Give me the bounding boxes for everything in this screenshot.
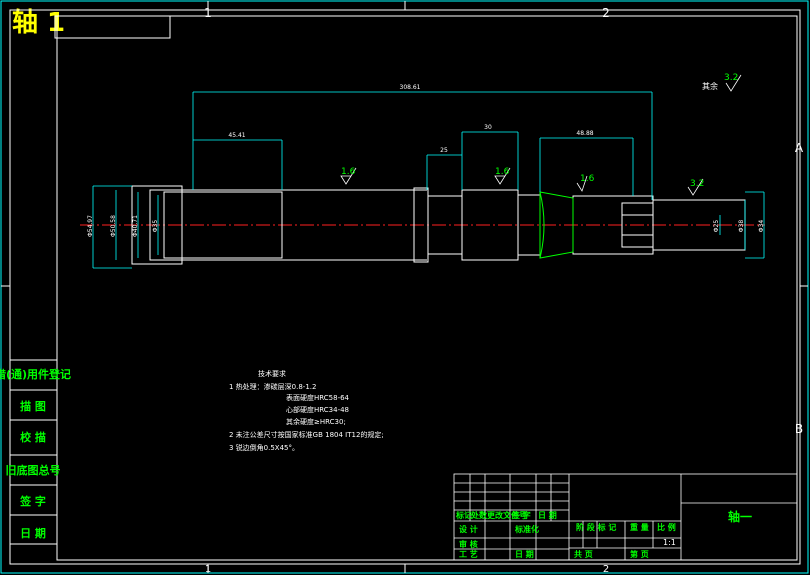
tb-part-name: 轴一 (728, 509, 752, 524)
side-label-old-number: 旧底图总号 (6, 463, 61, 477)
tb-designer-label: 设 计 (459, 524, 478, 534)
tech-req-line-1: 1 热处理：渗碳层深0.8-1.2 (229, 382, 316, 391)
zone-number-2-bottom: 2 (603, 564, 609, 575)
tb-stage-marks-label: 阶 段 标 记 (576, 522, 616, 532)
zone-number-1: 1 (204, 6, 212, 20)
side-label-sign: 签 字 (19, 494, 46, 508)
tb-scale-label: 比 例 (657, 522, 676, 532)
dim-dia-7: Φ34 (758, 220, 765, 233)
tech-req-line-3: 心部硬度HRC34-48 (286, 405, 349, 414)
inner-frame (9, 9, 801, 565)
tb-process-label: 工 艺 (459, 549, 478, 559)
zone-letter-b: B (795, 422, 803, 436)
dim-dia-5: Φ25 (713, 220, 720, 233)
tech-req-line-5: 2 未注公差尺寸按国家标准GB 1804 IT12的规定; (229, 430, 384, 439)
dim-dia-1: Φ54.97 (87, 215, 94, 237)
zone-number-2: 2 (602, 6, 610, 20)
tech-req-line-2: 表面硬度HRC58-64 (286, 393, 350, 402)
finish-mark-2: 1.6 (495, 167, 510, 177)
tb-date-label: 日 期 (515, 549, 534, 559)
side-label-date: 日 期 (20, 526, 46, 540)
tech-req-line-4: 其余硬度≥HRC30; (286, 417, 346, 426)
tb-standardized-label: 标准化 (514, 524, 539, 534)
tb-weight-label: 重 量 (630, 522, 649, 532)
finish-remainder-label: 其余 (702, 81, 718, 91)
tb-header-sign: 签 字 (511, 510, 531, 520)
shaft-outline (131, 185, 746, 265)
dimension-lines (92, 91, 765, 269)
dim-groove: 25 (440, 147, 448, 154)
tb-reviewer-label: 审 核 (459, 539, 478, 549)
dim-dia-2: Φ50.58 (110, 215, 117, 237)
title-block (453, 473, 798, 561)
finish-mark-3: 1.6 (580, 174, 595, 184)
side-label-check: 校 描 (20, 430, 46, 444)
dim-dia-4: Φ35 (152, 220, 159, 233)
surface-finish-symbols (340, 74, 742, 196)
finish-mark-4: 3.2 (690, 179, 704, 189)
tech-req-line-6: 3 锐边倒角0.5X45°。 (229, 443, 299, 452)
tb-header-count: 处数 (470, 510, 488, 520)
tb-sheets-total: 共 页 (574, 549, 593, 559)
tech-req-heading: 技术要求 (258, 369, 286, 378)
dim-overall-length: 308.61 (400, 84, 421, 91)
dim-right-section: 48.88 (576, 130, 593, 137)
tapered-cone (539, 191, 574, 259)
tb-header-change-doc: 更改文件号 (487, 510, 527, 520)
tb-header-date: 日 期 (538, 510, 557, 520)
side-label-trace: 描 图 (20, 399, 46, 413)
tb-sheet-no: 第 页 (630, 549, 649, 559)
finish-mark-1: 1.6 (341, 167, 356, 177)
title-corner-box (54, 15, 171, 39)
zone-letter-a: A (795, 141, 804, 155)
dim-collar: 30 (484, 124, 492, 131)
tb-scale-value: 1:1 (663, 538, 676, 547)
finish-remainder-value: 3.2 (724, 73, 738, 83)
drawing-border (56, 15, 798, 561)
side-registration-panel (9, 359, 58, 545)
dim-dia-3: Φ40.71 (132, 215, 139, 237)
dim-dia-6: Φ38 (738, 220, 745, 233)
dim-left-section: 45.41 (228, 132, 245, 139)
tb-header-mark: 标记 (455, 510, 472, 520)
drawing-title: 轴 1 (12, 8, 66, 38)
side-label-borrowed: 借(通)用件登记 (0, 367, 71, 381)
zone-number-1-bottom: 1 (205, 564, 211, 575)
